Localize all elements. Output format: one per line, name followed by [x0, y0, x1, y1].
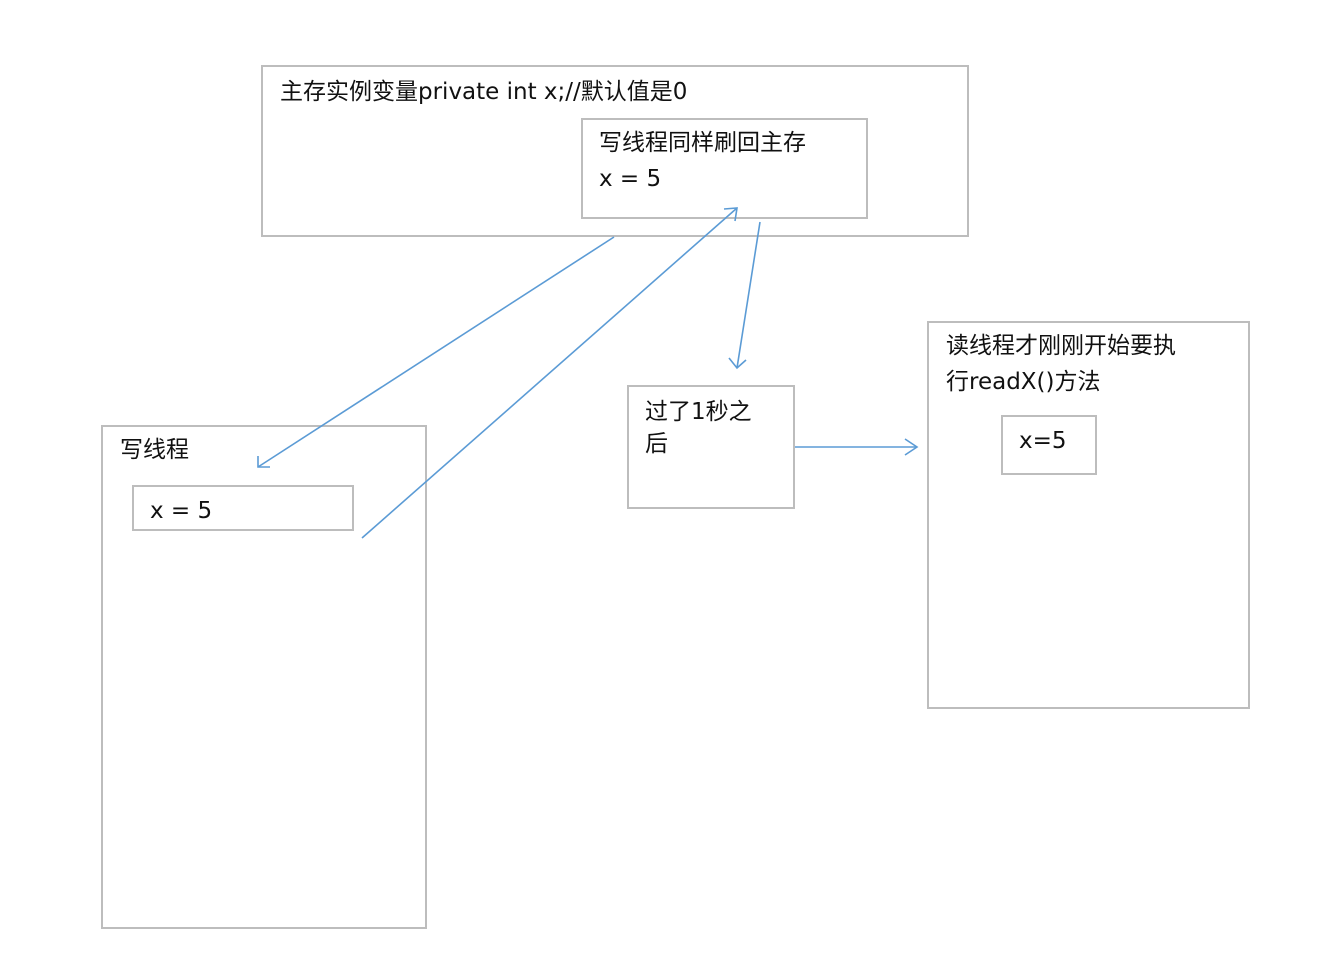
- flush-back-box: [581, 118, 868, 219]
- arrow-main-to-delay: [728, 221, 761, 370]
- delay-label-line1: 过了1秒之: [645, 399, 752, 425]
- writer-value-label: x = 5: [150, 498, 213, 524]
- reader-value-label: x=5: [1019, 428, 1067, 454]
- reader-value-box: [1001, 415, 1097, 475]
- flush-back-label: 写线程同样刷回主存: [599, 130, 806, 156]
- writer-value-box: [132, 485, 354, 531]
- writer-thread-title: 写线程: [120, 437, 189, 463]
- main-memory-title: 主存实例变量private int x;//默认值是0: [280, 79, 688, 105]
- reader-thread-title-line1: 读线程才刚刚开始要执: [946, 333, 1176, 359]
- delay-label-line2: 后: [645, 431, 668, 457]
- reader-thread-title-line2: 行readX()方法: [946, 369, 1101, 395]
- arrow-delay-to-reader: [795, 438, 919, 456]
- flush-back-value: x = 5: [599, 166, 662, 192]
- reader-thread-box: [927, 321, 1250, 709]
